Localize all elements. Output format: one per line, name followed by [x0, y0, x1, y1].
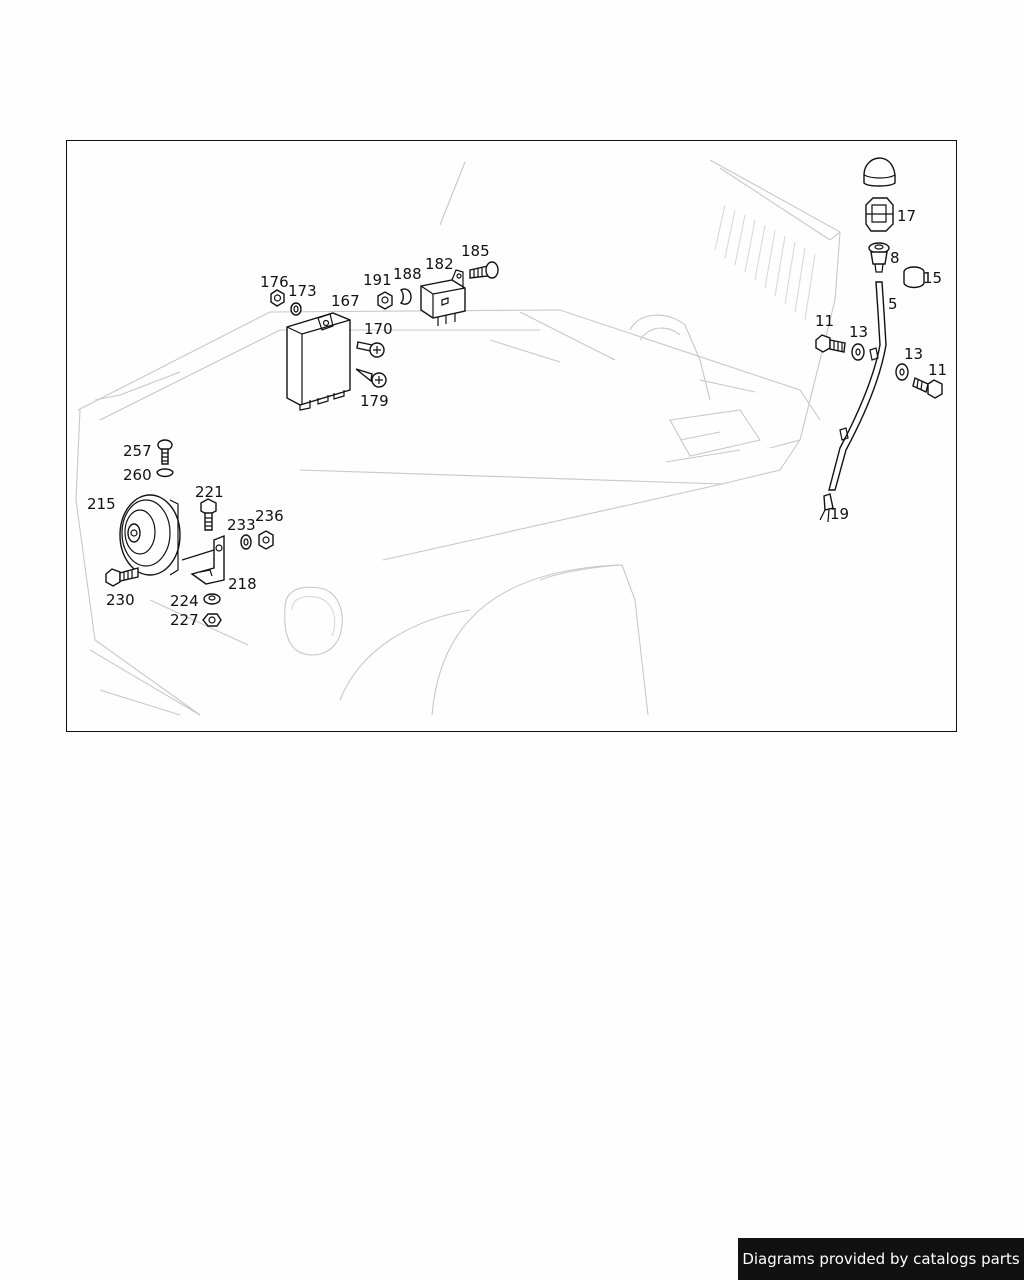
clip-188[interactable]: [399, 288, 412, 305]
parts-diagram: 17 8 15 5 11 13 13 11 19 176 173 167 191…: [66, 140, 957, 732]
credit-banner: Diagrams provided by catalogs parts: [738, 1238, 1024, 1280]
label-173: 173: [288, 282, 317, 300]
label-179: 179: [360, 392, 389, 410]
vehicle-outline: [75, 159, 841, 716]
label-13-left: 13: [849, 323, 868, 341]
diagram-canvas: 17 8 15 5 11 13 13 11 19 176 173 167 191…: [75, 157, 947, 716]
nut-191[interactable]: [377, 291, 393, 310]
control-module-167[interactable]: [286, 312, 351, 411]
washer-224[interactable]: [203, 593, 221, 605]
nut-227[interactable]: [202, 613, 222, 627]
screw-179[interactable]: [355, 368, 387, 388]
washer-260[interactable]: [156, 468, 174, 478]
label-167: 167: [331, 292, 360, 310]
label-170: 170: [364, 320, 393, 338]
bolt-230[interactable]: [105, 567, 139, 587]
label-17: 17: [897, 207, 916, 225]
washer-13-left[interactable]: [851, 343, 865, 361]
label-5: 5: [888, 295, 898, 313]
label-224: 224: [170, 592, 199, 610]
washer-13-right[interactable]: [895, 363, 909, 381]
label-260: 260: [123, 466, 152, 484]
antenna-end-19[interactable]: [819, 493, 834, 523]
label-233: 233: [227, 516, 256, 534]
label-182: 182: [425, 255, 454, 273]
label-176: 176: [260, 273, 289, 291]
label-221: 221: [195, 483, 224, 501]
label-257: 257: [123, 442, 152, 460]
label-11-left: 11: [815, 312, 834, 330]
horn-215[interactable]: [119, 494, 181, 576]
bolt-185[interactable]: [469, 261, 499, 279]
label-11-right: 11: [928, 361, 947, 379]
callout-labels: 17 8 15 5 11 13 13 11 19 176 173 167 191…: [87, 207, 947, 629]
label-15: 15: [923, 269, 942, 287]
bolt-11-left[interactable]: [815, 334, 846, 353]
label-185: 185: [461, 242, 490, 260]
label-8: 8: [890, 249, 900, 267]
antenna-rod-5[interactable]: [828, 281, 887, 491]
screw-257[interactable]: [157, 439, 173, 465]
washer-173[interactable]: [290, 302, 302, 316]
label-188: 188: [393, 265, 422, 283]
label-19: 19: [830, 505, 849, 523]
bracket-218[interactable]: [181, 534, 225, 585]
washer-233[interactable]: [240, 534, 252, 550]
bolt-11-right[interactable]: [912, 377, 943, 399]
nut-236[interactable]: [258, 530, 274, 550]
label-191: 191: [363, 271, 392, 289]
cap-15[interactable]: [903, 266, 925, 289]
antenna-cap[interactable]: [863, 157, 896, 187]
label-227: 227: [170, 611, 199, 629]
relay-182[interactable]: [420, 269, 466, 326]
label-230: 230: [106, 591, 135, 609]
label-13-right: 13: [904, 345, 923, 363]
antenna-grommet-17[interactable]: [865, 197, 894, 232]
antenna-nut-8[interactable]: [868, 242, 890, 273]
label-218: 218: [228, 575, 257, 593]
nut-176[interactable]: [270, 289, 285, 307]
bolt-221[interactable]: [200, 498, 217, 531]
label-215: 215: [87, 495, 116, 513]
label-236: 236: [255, 507, 284, 525]
screw-170[interactable]: [356, 341, 385, 358]
credit-text: Diagrams provided by catalogs parts: [742, 1250, 1020, 1268]
